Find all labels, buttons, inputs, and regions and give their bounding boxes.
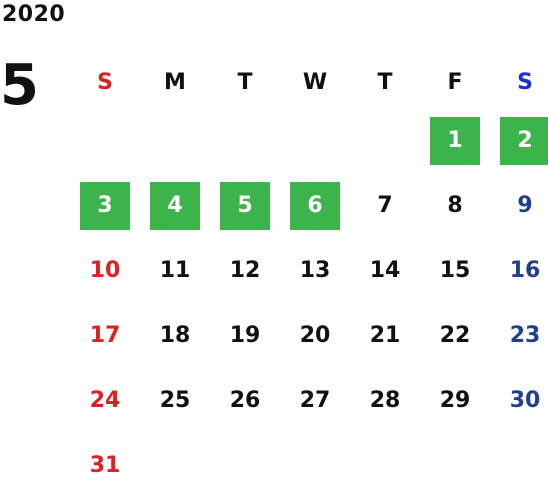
day-cell	[210, 108, 280, 173]
day-number: 9	[517, 193, 533, 218]
day-number: 12	[229, 258, 261, 283]
day-cell: 26	[210, 368, 280, 433]
day-cell	[350, 108, 420, 173]
day-number-holiday: 1	[430, 116, 480, 165]
weekday-friday: F	[447, 69, 463, 95]
day-number: 15	[439, 258, 471, 283]
day-number: 18	[159, 323, 191, 348]
day-cell: 13	[280, 238, 350, 303]
day-cell	[140, 108, 210, 173]
day-number	[290, 117, 340, 165]
day-number	[430, 442, 480, 490]
day-cell: 4	[140, 173, 210, 238]
weekday-monday: M	[164, 69, 186, 95]
day-number: 24	[89, 388, 121, 413]
day-number: 31	[89, 453, 121, 478]
day-number-holiday: 2	[500, 116, 548, 165]
day-cell: 7	[350, 173, 420, 238]
day-cell	[350, 433, 420, 498]
day-number: 27	[299, 388, 331, 413]
day-cell: 2	[490, 108, 548, 173]
day-cell: 20	[280, 303, 350, 368]
day-number-holiday: 3	[80, 181, 130, 230]
day-cell: 9	[490, 173, 548, 238]
day-number: 8	[447, 193, 463, 218]
day-cell: 30	[490, 368, 548, 433]
day-cell: 21	[350, 303, 420, 368]
day-number: 30	[509, 388, 541, 413]
day-number	[360, 117, 410, 165]
day-number: 13	[299, 258, 331, 283]
weekday-saturday: S	[517, 69, 533, 95]
day-number	[500, 442, 548, 490]
year-label: 2020	[2, 2, 66, 27]
day-number	[360, 442, 410, 490]
day-number: 10	[89, 258, 121, 283]
day-number: 23	[509, 323, 541, 348]
day-number	[150, 117, 200, 165]
day-cell: 24	[70, 368, 140, 433]
day-cell	[210, 433, 280, 498]
month-label: 5	[0, 53, 39, 118]
day-number: 28	[369, 388, 401, 413]
day-cell: 25	[140, 368, 210, 433]
weekday-wednesday: W	[302, 69, 328, 95]
day-cell	[70, 108, 140, 173]
day-cell: 17	[70, 303, 140, 368]
day-cell: 19	[210, 303, 280, 368]
day-number	[80, 117, 130, 165]
day-number: 25	[159, 388, 191, 413]
day-cell: 23	[490, 303, 548, 368]
day-number: 11	[159, 258, 191, 283]
day-number: 26	[229, 388, 261, 413]
day-number: 19	[229, 323, 261, 348]
day-cell: 10	[70, 238, 140, 303]
day-cell: 12	[210, 238, 280, 303]
day-cell: 27	[280, 368, 350, 433]
day-number: 14	[369, 258, 401, 283]
day-number: 29	[439, 388, 471, 413]
weekday-thursday: T	[377, 69, 393, 95]
weekday-sunday: S	[97, 69, 113, 95]
day-cell: 14	[350, 238, 420, 303]
day-number-holiday: 6	[290, 181, 340, 230]
calendar-grid: S M T W T F S 1 2 3 4 5 6 7 8 9 10 11 12…	[70, 56, 548, 498]
day-cell	[280, 108, 350, 173]
day-cell	[140, 433, 210, 498]
day-number	[150, 442, 200, 490]
day-number	[220, 117, 270, 165]
day-cell: 15	[420, 238, 490, 303]
day-number	[220, 442, 270, 490]
day-cell: 6	[280, 173, 350, 238]
day-cell: 18	[140, 303, 210, 368]
day-cell: 8	[420, 173, 490, 238]
day-cell: 1	[420, 108, 490, 173]
day-cell: 16	[490, 238, 548, 303]
day-cell	[490, 433, 548, 498]
day-cell: 22	[420, 303, 490, 368]
day-number: 17	[89, 323, 121, 348]
day-cell: 31	[70, 433, 140, 498]
day-number	[290, 442, 340, 490]
day-number-holiday: 4	[150, 181, 200, 230]
day-number: 20	[299, 323, 331, 348]
day-number: 16	[509, 258, 541, 283]
day-cell: 29	[420, 368, 490, 433]
day-cell: 3	[70, 173, 140, 238]
day-cell: 11	[140, 238, 210, 303]
weekday-tuesday: T	[237, 69, 253, 95]
day-number: 21	[369, 323, 401, 348]
day-cell: 5	[210, 173, 280, 238]
day-cell: 28	[350, 368, 420, 433]
day-cell	[280, 433, 350, 498]
day-number: 22	[439, 323, 471, 348]
day-number-holiday: 5	[220, 181, 270, 230]
day-cell	[420, 433, 490, 498]
day-number: 7	[377, 193, 393, 218]
